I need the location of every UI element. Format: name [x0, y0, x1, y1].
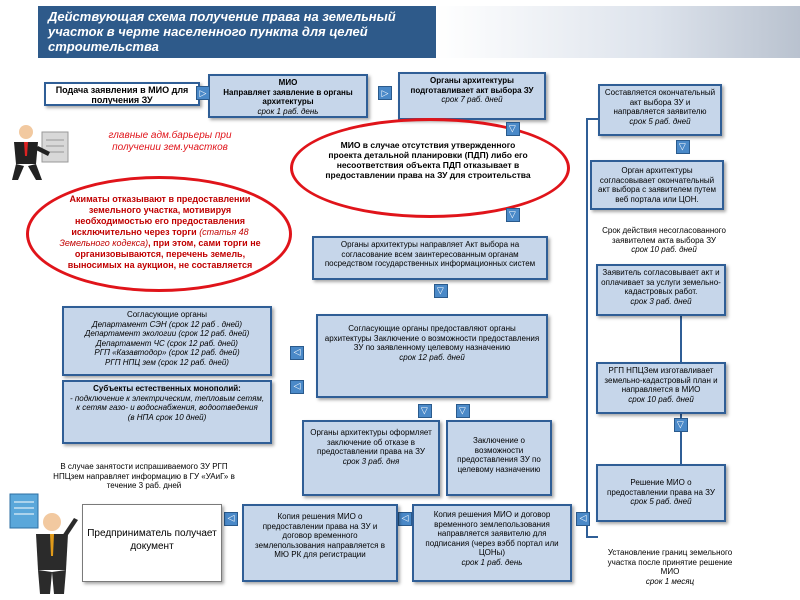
- header-stripe: [436, 6, 800, 58]
- entrepreneur-icon: [9, 493, 78, 594]
- agency-item: Департамент СЭН (срок 12 раб . дней): [91, 319, 243, 329]
- agency-item: Департамент экологии (срок 12 раб. дней): [84, 329, 250, 338]
- connector-line: [586, 536, 598, 538]
- submit-application-box: Подача заявления в МИО для получения ЗУ: [44, 82, 200, 106]
- arrow-left-icon: ▷: [576, 512, 590, 526]
- arrow-right-icon: ▷: [378, 86, 392, 100]
- arrow-down-icon: ▷: [434, 284, 448, 298]
- agency-item: РГП НПЦ зем (срок 12 раб. дней): [105, 357, 229, 367]
- refusal-conclusion-box: Органы архитектуры оформляет заключение …: [302, 420, 440, 496]
- boundary-establishment-text: Установление границ земельного участка п…: [607, 548, 733, 586]
- copy-to-mj-box: Копия решения МИО о предоставлении права…: [242, 504, 398, 582]
- approval-box: Орган архитектуры согласовывает окончате…: [590, 160, 724, 210]
- connector-line: [680, 406, 682, 464]
- mio-box: МИО Направляет заявление в органы архите…: [208, 74, 368, 118]
- connector-line: [680, 316, 682, 364]
- final-act-box: Составляется окончательный акт выбора ЗУ…: [598, 84, 722, 136]
- barriers-annotation: главные адм.барьеры при получении зем.уч…: [108, 130, 232, 153]
- pdp-highlight-ellipse: [290, 118, 570, 218]
- natural-monopoly-box: Субъекты естественных монополий: - подкл…: [62, 380, 272, 444]
- occupied-land-note: В случае занятости испрашиваемого ЗУ РГП…: [53, 462, 235, 490]
- agency-item: РГП «Казавтодор» (срок 12 раб. дней): [94, 348, 240, 357]
- akimaty-highlight-ellipse: [26, 176, 292, 292]
- page-title: Действующая схема получение права на зем…: [48, 9, 396, 54]
- arrow-down-icon: ▷: [506, 122, 520, 136]
- arrow-left-icon: ▷: [224, 512, 238, 526]
- arrow-left-icon: ▷: [290, 380, 304, 394]
- validity-term-text: Срок действия несогласованного заявителе…: [602, 226, 726, 254]
- arrow-down-icon: ▷: [456, 404, 470, 418]
- arrow-left-icon: ▷: [290, 346, 304, 360]
- connector-line: [586, 118, 588, 538]
- contract-box: Копия решения МИО и договор временного з…: [412, 504, 572, 582]
- applicant-payment-box: Заявитель согласовывает акт и оплачивает…: [596, 264, 726, 316]
- title-bar: [38, 6, 436, 58]
- arrow-down-icon: ▷: [418, 404, 432, 418]
- possibility-conclusion-box: Заключение о возможности предоставления …: [446, 420, 552, 496]
- mio-decision-box: Решение МИО о предоставлении права на ЗУ…: [596, 464, 726, 522]
- cadastral-plan-box: РГП НПЦЗем изготавливает земельно-кадаст…: [596, 362, 726, 414]
- agencies-box: Согласующие органы Департамент СЭН (срок…: [62, 306, 272, 376]
- architecture-act-box: Органы архитектуры подготавливает акт вы…: [398, 72, 546, 120]
- person-icon: [12, 125, 69, 180]
- arrow-right-icon: ▷: [196, 86, 210, 100]
- architecture-send-box: Органы архитектуры направляет Акт выбора…: [312, 236, 548, 280]
- agencies-conclusion-box: Согласующие органы предоставляют органы …: [316, 314, 548, 398]
- arrow-left-icon: ▷: [398, 512, 412, 526]
- arrow-down-icon: ▷: [506, 208, 520, 222]
- connector-line: [586, 118, 600, 120]
- entrepreneur-box: Предприниматель получает документ: [82, 504, 222, 582]
- agency-item: Департамент ЧС (срок 12 раб. дней): [96, 338, 238, 348]
- arrow-down-icon: ▷: [674, 418, 688, 432]
- arrow-down-icon: ▷: [676, 140, 690, 154]
